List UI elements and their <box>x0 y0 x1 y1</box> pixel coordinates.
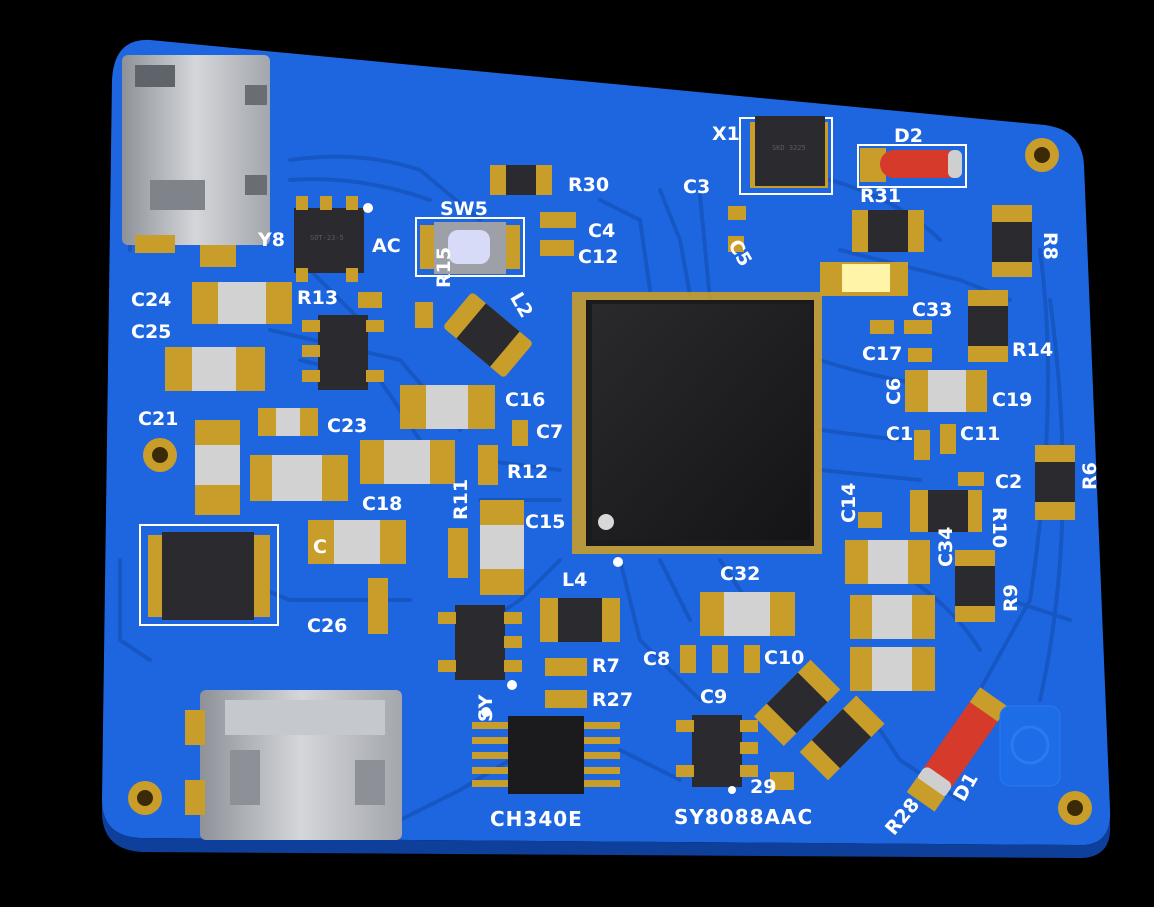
mounting-hole-left <box>143 438 177 472</box>
label-c23: C23 <box>327 415 367 437</box>
label-r12: R12 <box>507 461 548 483</box>
label-r10: R10 <box>988 507 1010 548</box>
label-r8: R8 <box>1039 232 1061 260</box>
label-r11: R11 <box>450 479 472 520</box>
mounting-hole-top-right <box>1025 138 1059 172</box>
label-c4: C4 <box>588 220 615 242</box>
label-c1: C1 <box>886 423 913 445</box>
label-l4: L4 <box>562 569 587 591</box>
mounting-hole-bottom-right <box>1058 791 1092 825</box>
label-y8: Y8 <box>257 229 285 251</box>
label-c19: C19 <box>992 389 1032 411</box>
label-r31: R31 <box>860 185 901 207</box>
label-c: C <box>313 536 327 558</box>
label-ch340e: CH340E <box>490 807 583 831</box>
label-c34: C34 <box>935 527 957 567</box>
label-c10: C10 <box>764 647 804 669</box>
label-sy8088aac: SY8088AAC <box>674 805 813 829</box>
inductor-d4 <box>799 695 885 781</box>
mcu-chip <box>572 292 822 554</box>
label-29: 29 <box>750 776 776 798</box>
label-c18: C18 <box>362 493 402 515</box>
sot23-u4 <box>676 715 758 787</box>
tact-switch-sw5 <box>415 217 525 277</box>
label-r7: R7 <box>592 655 620 677</box>
crystal-x1: SKD 3225 <box>739 116 833 195</box>
label-c24: C24 <box>131 289 171 311</box>
crystal-marking: SKD 3225 <box>772 144 806 152</box>
sot23-u1: SOT-23-5 <box>294 196 364 282</box>
inductor-d3 <box>753 659 841 747</box>
diode-d2 <box>857 144 967 188</box>
label-c25: C25 <box>131 321 171 343</box>
label-r9: R9 <box>1000 584 1022 612</box>
label-sw5: SW5 <box>440 198 488 220</box>
label-c15: C15 <box>525 511 565 533</box>
usb-connector-top <box>122 55 270 267</box>
label-c14: C14 <box>838 483 860 523</box>
label-c32: C32 <box>720 563 760 585</box>
sot23-u3 <box>438 605 522 680</box>
label-c21: C21 <box>138 408 178 430</box>
label-r27: R27 <box>592 689 633 711</box>
label-c6: C6 <box>883 378 905 405</box>
label-ac: AC <box>372 235 401 257</box>
diode-d1 <box>906 687 1008 812</box>
sot23-u2 <box>302 315 384 390</box>
passive-components <box>165 165 1075 790</box>
mounting-hole-bottom-left <box>128 781 162 815</box>
label-c17: C17 <box>862 343 902 365</box>
label-c16: C16 <box>505 389 545 411</box>
label-c2: C2 <box>995 471 1022 493</box>
label-r15: R15 <box>433 247 455 288</box>
inductor-l2 <box>444 293 532 377</box>
label-r14: R14 <box>1012 339 1053 361</box>
label-r13: R13 <box>297 287 338 309</box>
pin1-markers <box>363 203 736 794</box>
label-c11: C11 <box>960 423 1000 445</box>
label-r30: R30 <box>568 174 609 196</box>
label-c3: C3 <box>683 176 710 198</box>
label-c33: C33 <box>912 299 952 321</box>
inductor-power <box>139 524 279 626</box>
label-c8: C8 <box>643 648 670 670</box>
label-d2: D2 <box>894 125 923 147</box>
ch340e-chip <box>472 716 620 794</box>
label-c12: C12 <box>578 246 618 268</box>
sot-marking: SOT-23-5 <box>310 234 344 242</box>
label-c26: C26 <box>307 615 347 637</box>
label-r6: R6 <box>1079 462 1101 490</box>
board-logo <box>999 705 1061 787</box>
label-c7: C7 <box>536 421 563 443</box>
usb-connector-bottom <box>185 690 402 840</box>
label-c9: C9 <box>700 686 727 708</box>
silkscreen: R30 SW5 C4 C12 C3 C5 X1 D2 R31 R8 Y8 AC … <box>131 123 1101 840</box>
label-x1: X1 <box>712 123 740 145</box>
